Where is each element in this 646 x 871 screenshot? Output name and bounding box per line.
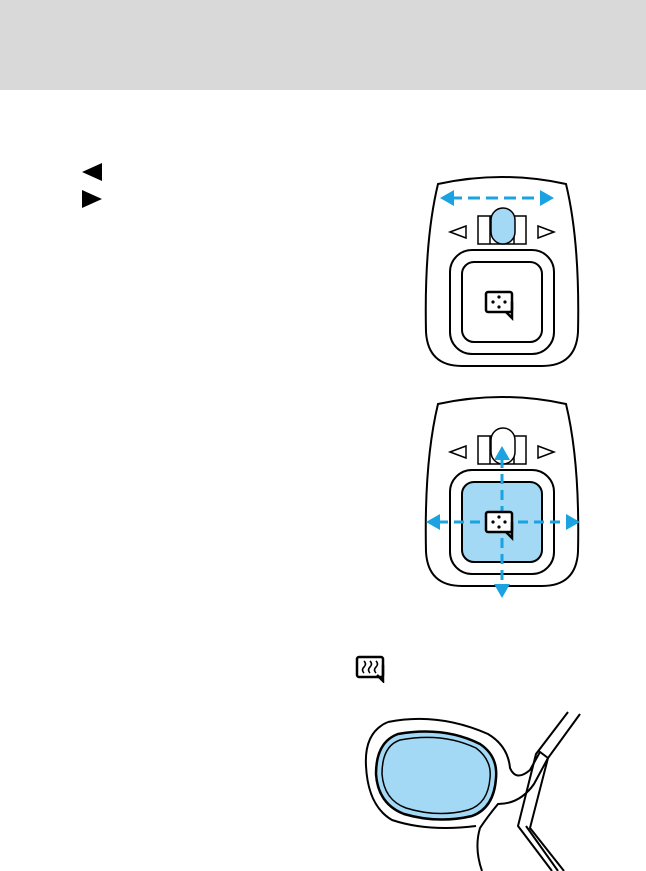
triangle-symbols	[78, 163, 110, 211]
mirror-selector-switch-diagram	[418, 172, 586, 372]
heated-mirror-diagram	[358, 708, 598, 871]
vehicle-body-outline	[518, 712, 568, 871]
selector-knob[interactable]	[491, 208, 515, 244]
triangle-right-icon	[82, 190, 102, 208]
heated-mirror-icon	[355, 655, 391, 683]
mirror-glass	[376, 732, 496, 820]
triangle-left-icon	[82, 163, 102, 181]
header-band	[0, 0, 646, 90]
mirror-adjust-control-diagram	[418, 392, 598, 602]
